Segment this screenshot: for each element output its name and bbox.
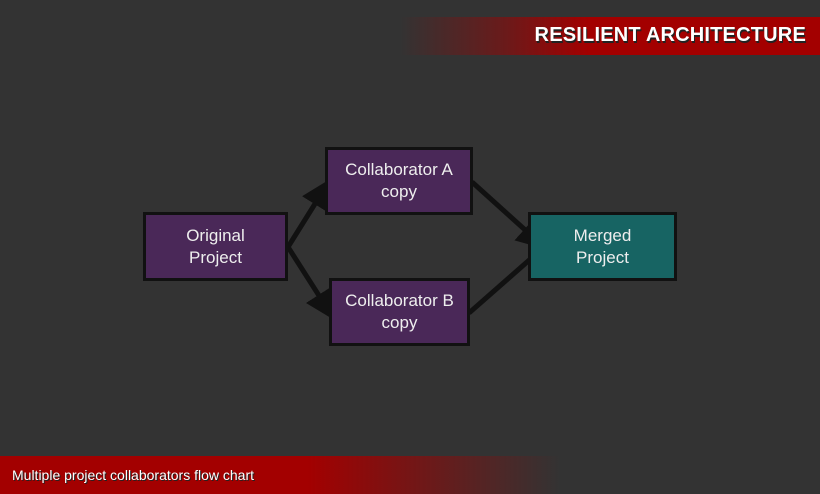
footer-banner: Multiple project collaborators flow char… bbox=[0, 456, 560, 494]
node-label: Collaborator B bbox=[345, 291, 454, 310]
edge-original-to-b bbox=[285, 245, 335, 321]
node-collaborator-a: Collaborator A copy bbox=[325, 147, 473, 215]
node-label: Project bbox=[189, 247, 242, 267]
node-label: copy bbox=[381, 313, 418, 332]
node-label: Project bbox=[576, 247, 629, 267]
node-label: Collaborator A bbox=[345, 160, 453, 179]
node-label: Original bbox=[186, 225, 245, 245]
node-collaborator-b: Collaborator B copy bbox=[329, 278, 470, 346]
header-title: RESILIENT ARCHITECTURE bbox=[534, 24, 806, 46]
node-label: copy bbox=[381, 182, 417, 201]
edge-original-to-a bbox=[285, 178, 331, 249]
header-banner: RESILIENT ARCHITECTURE bbox=[400, 17, 820, 55]
footer-caption: Multiple project collaborators flow char… bbox=[12, 467, 254, 483]
node-label: Merged bbox=[573, 225, 632, 245]
